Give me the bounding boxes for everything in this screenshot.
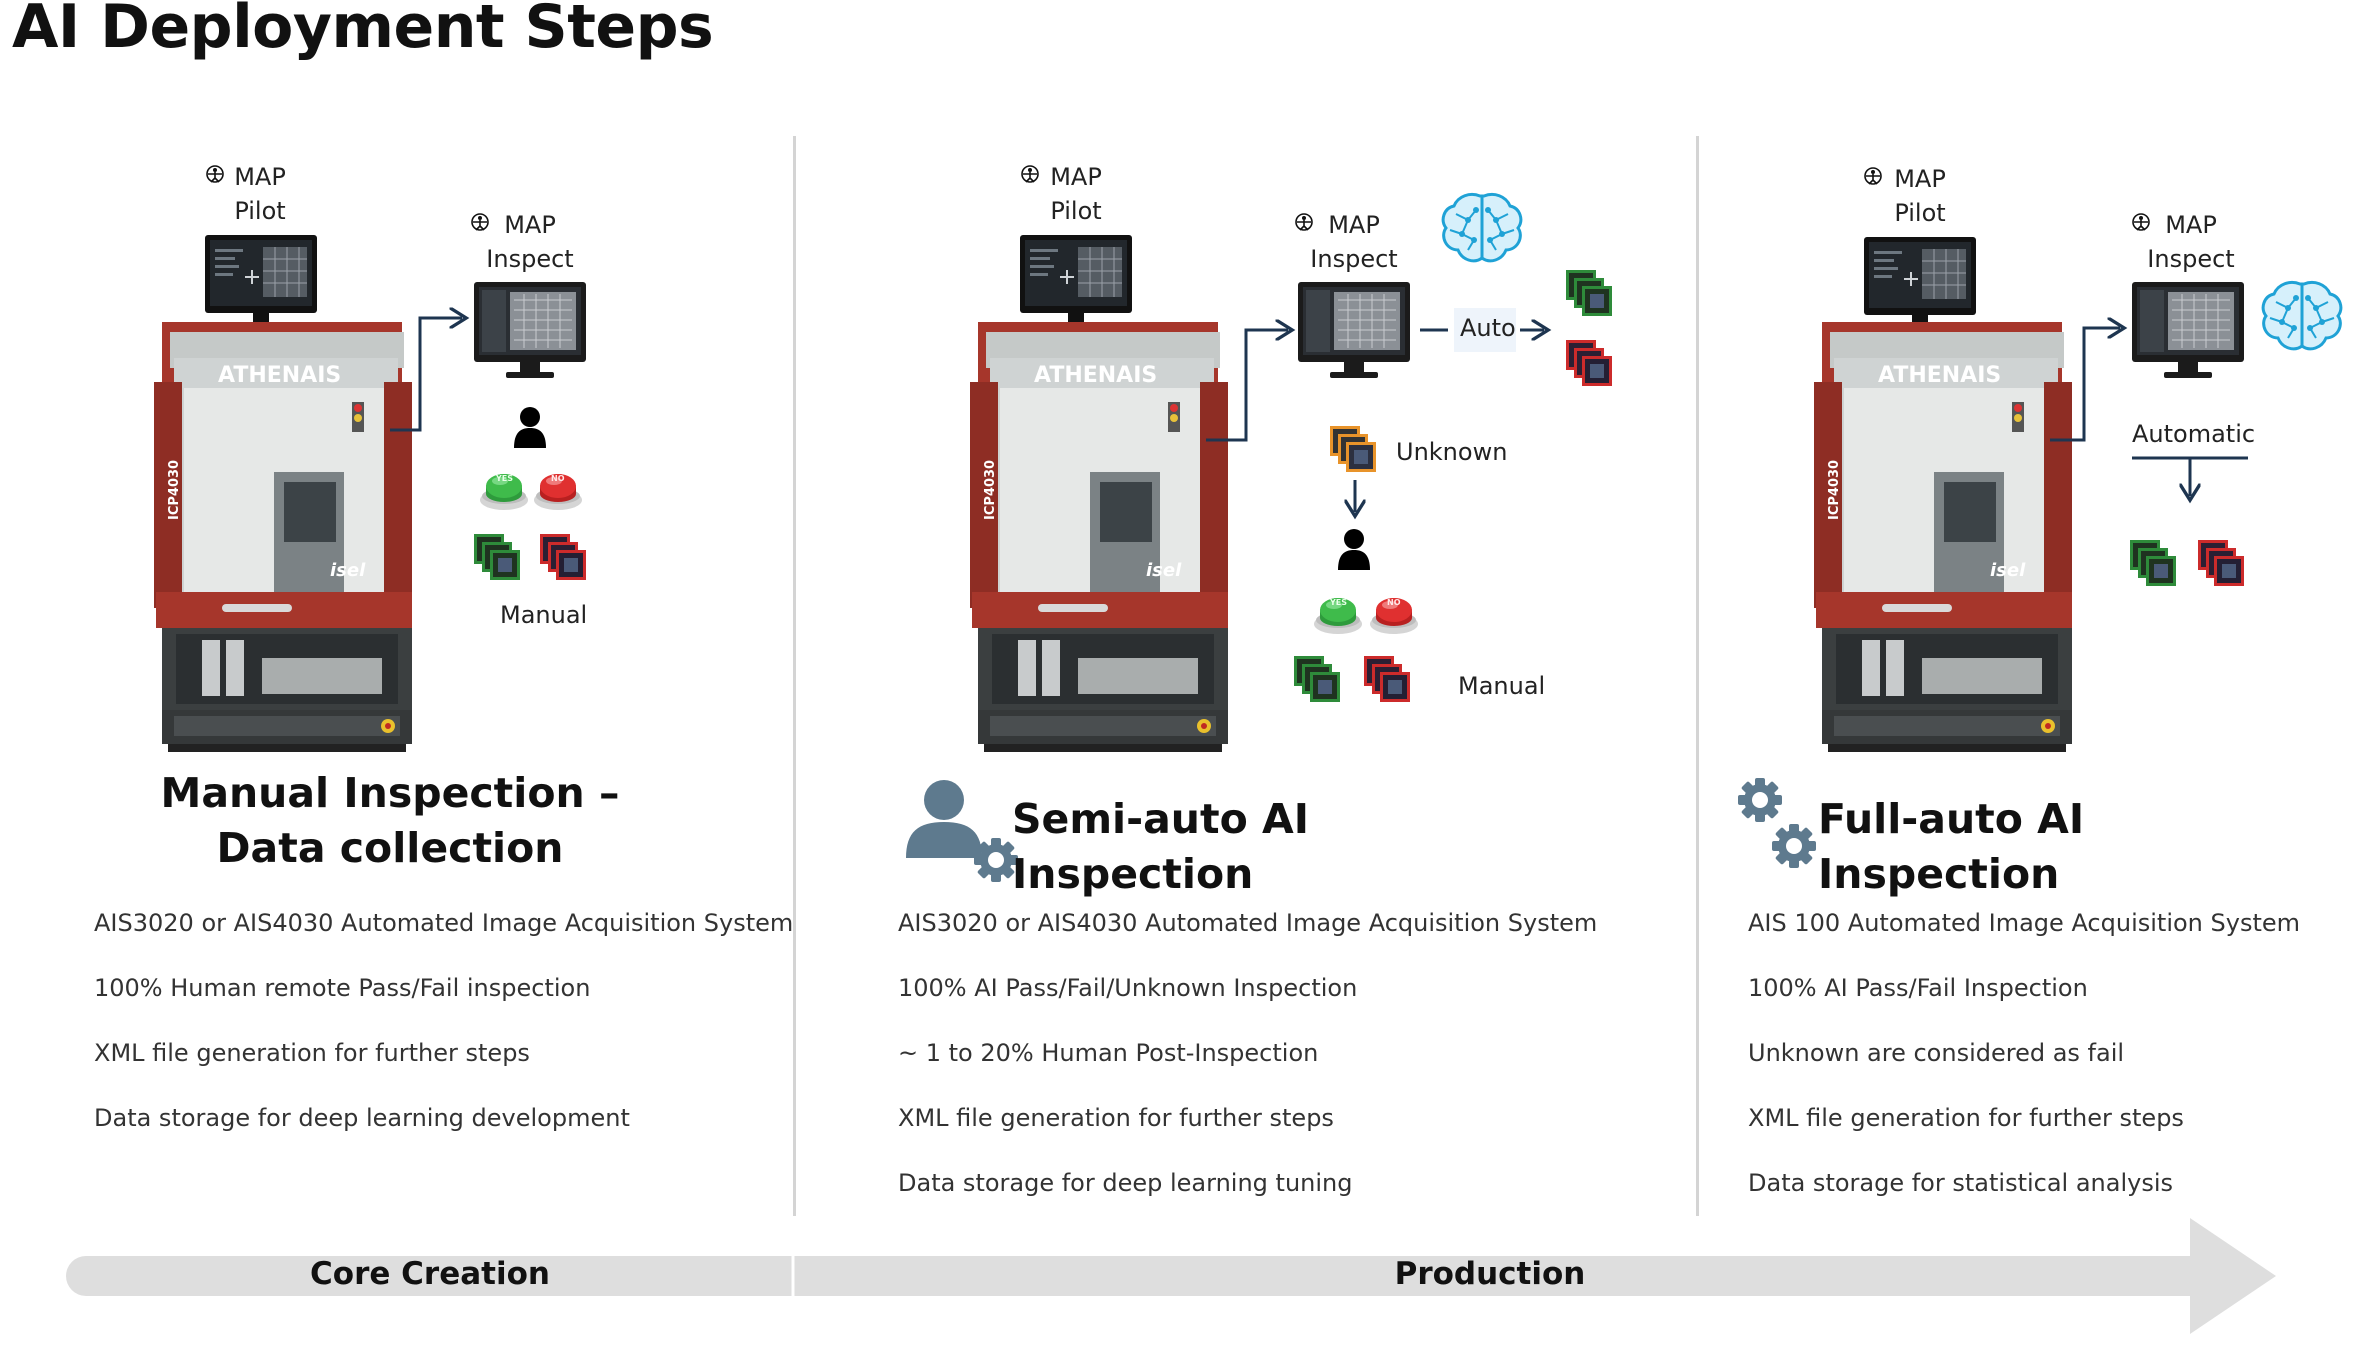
monitor-icon	[473, 281, 587, 379]
timeline-stage-production: Production	[1394, 1256, 1586, 1292]
list-item: 100% AI Pass/Fail Inspection	[1748, 974, 2088, 1002]
chip-stack-icon	[1566, 270, 1612, 316]
list-item: Data storage for deep learning developme…	[94, 1104, 630, 1132]
feature-list: AIS3020 or AIS4030 Automated Image Acqui…	[94, 908, 793, 1168]
pilot-label: MAP Pilot	[234, 163, 286, 225]
person-icon	[514, 407, 546, 448]
page-title: AI Deployment Steps	[12, 0, 714, 62]
list-item: XML file generation for further steps	[1748, 1104, 2184, 1132]
no-button-text: NO	[1387, 598, 1401, 607]
divider	[793, 136, 796, 1216]
list-item: Data storage for deep learning tuning	[898, 1169, 1353, 1197]
panel-heading: Full-auto AI Inspection	[1818, 795, 2085, 898]
ai-brain-icon	[1441, 192, 1523, 263]
flow-arrow	[2050, 328, 2120, 442]
pilot-label: MAP Pilot	[1050, 163, 1102, 225]
monitor-icon	[1019, 234, 1133, 329]
monitor-icon	[1863, 236, 1977, 331]
person-icon	[1338, 529, 1370, 570]
list-item: 100% AI Pass/Fail/Unknown Inspection	[898, 974, 1358, 1002]
divider	[1696, 136, 1699, 1216]
list-item: XML file generation for further steps	[94, 1039, 530, 1067]
chip-stack-icon	[474, 534, 520, 580]
monitor-icon	[1297, 281, 1411, 379]
auto-label: Auto	[1460, 314, 1516, 342]
yes-button-text: YES	[1329, 598, 1347, 607]
yes-button-text: YES	[495, 474, 513, 483]
panel-1-illustration: ATHENAIS isel ICP4030 YES NO	[154, 165, 587, 752]
chip-stack-icon	[540, 534, 586, 580]
unknown-label: Unknown	[1396, 438, 1508, 466]
monitor-icon	[2131, 281, 2245, 379]
automatic-label: Automatic	[2132, 420, 2256, 448]
list-item: AIS3020 or AIS4030 Automated Image Acqui…	[898, 909, 1598, 937]
inspect-label: MAP Inspect	[2147, 211, 2235, 273]
panel-2-illustration: ATHENAIS isel ICP4030 YES NO	[906, 165, 1612, 882]
timeline-arrow	[66, 1218, 2276, 1334]
feature-list: AIS3020 or AIS4030 Automated Image Acqui…	[898, 908, 1597, 1233]
list-item: 100% Human remote Pass/Fail inspection	[94, 974, 591, 1002]
chip-stack-icon	[1364, 656, 1410, 702]
machine-brand: ATHENAIS	[1034, 363, 1157, 388]
auto-label-bg	[1454, 308, 1516, 352]
inspect-label: MAP Inspect	[486, 211, 574, 273]
panel-heading: Manual Inspection – Data collection	[160, 769, 620, 872]
flow-arrow	[390, 318, 462, 432]
user-icon	[906, 780, 982, 858]
machine-brand: ATHENAIS	[218, 363, 341, 388]
machine-model: ICP4030	[167, 460, 182, 520]
manual-label: Manual	[1458, 672, 1546, 700]
gear-icon	[1772, 824, 1816, 868]
machine-brand: ATHENAIS	[1878, 363, 2001, 388]
panel-3-illustration: ATHENAIS isel ICP4030	[1738, 167, 2343, 868]
chip-stack-icon	[1294, 656, 1340, 702]
machine-maker: isel	[330, 560, 366, 581]
timeline-stage-core-creation: Core Creation	[310, 1256, 550, 1292]
machine-model: ICP4030	[983, 460, 998, 520]
list-item: Data storage for statistical analysis	[1748, 1169, 2174, 1197]
chip-stack-icon	[2130, 540, 2176, 586]
chip-stack-icon	[2198, 540, 2244, 586]
list-item: Unknown are considered as fail	[1748, 1039, 2125, 1067]
machine-maker: isel	[1990, 560, 2026, 581]
chip-stack-icon	[1330, 426, 1376, 472]
ai-brain-icon	[2261, 280, 2343, 351]
list-item: AIS3020 or AIS4030 Automated Image Acqui…	[94, 909, 794, 937]
list-item: ~ 1 to 20% Human Post-Inspection	[898, 1039, 1319, 1067]
machine-maker: isel	[1146, 560, 1182, 581]
list-item: AIS 100 Automated Image Acquisition Syst…	[1748, 909, 2301, 937]
monitor-icon	[204, 234, 318, 329]
flow-arrow	[1206, 330, 1288, 442]
manual-label: Manual	[500, 601, 588, 629]
no-button-text: NO	[551, 474, 565, 483]
inspect-label: MAP Inspect	[1310, 211, 1398, 273]
gear-icon	[1738, 778, 1782, 822]
feature-list: AIS 100 Automated Image Acquisition Syst…	[1748, 908, 2300, 1233]
machine-model: ICP4030	[1827, 460, 1842, 520]
list-item: XML file generation for further steps	[898, 1104, 1334, 1132]
pilot-label: MAP Pilot	[1894, 165, 1946, 227]
panel-heading: Semi-auto AI Inspection	[1012, 795, 1310, 898]
chip-stack-icon	[1566, 340, 1612, 386]
